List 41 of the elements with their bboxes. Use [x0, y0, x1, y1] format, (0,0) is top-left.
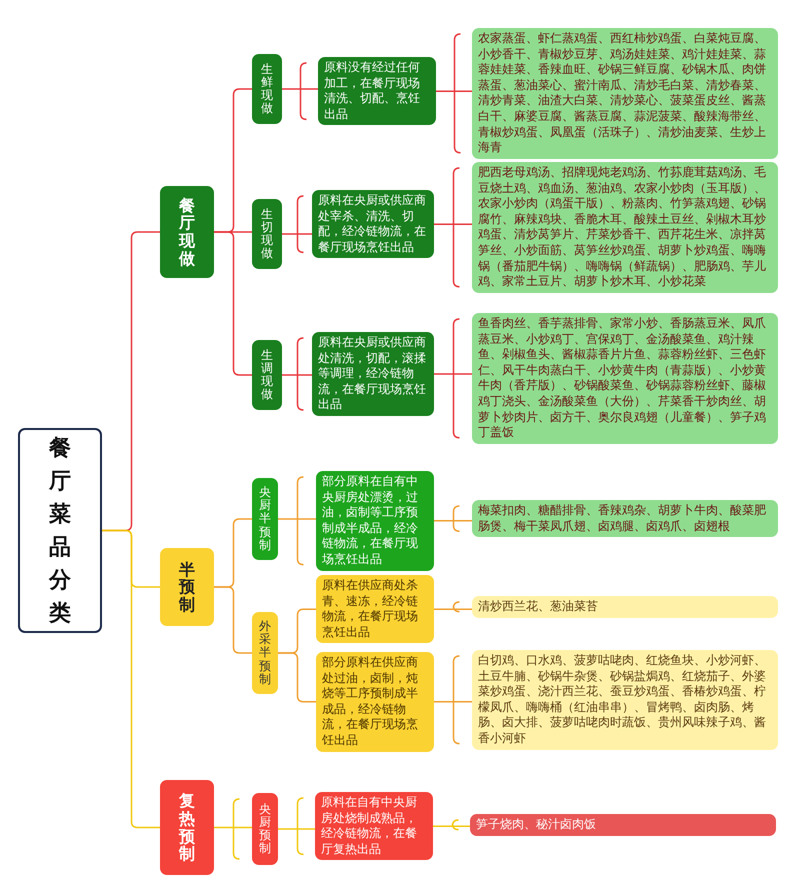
subcategory-box: 央厨半预制: [252, 478, 278, 560]
description-box: 原料在自有中央厨房处烧制成熟品，经冷链物流，在餐厅复热出品: [315, 792, 433, 860]
description-box: 部分原料在供应商处过油，卤制，炖烧等工序预制成半成品，经冷链物流，在餐厅现场烹饪出品: [316, 652, 434, 752]
dish-list-box: 农家蒸蛋、虾仁蒸鸡蛋、西红柿炒鸡蛋、白菜炖豆腐、小炒香干、青椒炒豆芽、鸡汤娃娃菜、鸡汁娃娃菜、蒜蓉娃娃菜、香辣血旺、砂锅三鲜豆腐、砂锅木瓜、肉饼蒸蛋、葱油菜心、蜜汁南瓜、清炒毛白菜、清炒春菜、清炒青菜、油渣大白菜、清炒菜心、菠菜蛋皮丝、酱蒸白干、麻婆豆腐、酱蒸豆腐、蒜泥菠菜、酸辣海带丝、青椒炒鸡蛋、凤凰蛋（活珠子）、清炒油麦菜、生炒上海青: [472, 28, 778, 159]
subcategory-box: 央厨预制: [252, 793, 278, 865]
root-box: 餐厅菜品分类: [18, 428, 102, 633]
dish-list-box: 肥西老母鸡汤、招牌现炖老鸡汤、竹荪鹿茸菇鸡汤、毛豆烧土鸡、鸡血汤、葱油鸡、农家小炒肉（玉耳版）、农家小炒肉（鸡蛋干版）、粉蒸肉、竹笋蒸鸡翅、砂锅腐竹、麻辣鸡块、香脆木耳、酸辣土豆丝、剁椒木耳炒鸡蛋、清炒莴笋片、芹菜炒香干、西芹花生米、凉拌莴笋丝、小炒面筋、莴笋丝炒鸡蛋、胡萝卜炒鸡蛋、嗨嗨锅（番茄肥牛锅）、嗨嗨锅（鲜蔬锅）、肥肠鸡、芋儿鸡、家常土豆片、胡萝卜炒木耳、小炒花菜: [472, 162, 778, 293]
category-box: 餐厅现做: [160, 186, 214, 278]
brace-connector: [281, 337, 313, 411]
description-box: 原料在供应商处杀青、速冻，经冷链物流，在餐厅现场烹饪出品: [316, 575, 434, 644]
brace-connector: [281, 195, 313, 254]
subcategory-box: 生鲜现做: [252, 54, 282, 124]
brace-connector: [433, 167, 473, 288]
description-box: 部分原料在自有中央厨房处漂烫，过油，卤制等工序预制成半成品，经冷链物流，在餐厅现场烹饪出品: [316, 471, 434, 571]
dish-list-box: 梅菜扣肉、糖醋排骨、香辣鸡杂、胡萝卜牛肉、酸菜肥肠煲、梅干菜凤爪翅、卤鸡腿、卤鸡爪、卤翅根: [472, 500, 778, 538]
dish-list-box: 白切鸡、口水鸡、菠萝咕咾肉、红烧鱼块、小炒河虾、土豆牛腩、砂锅牛杂煲、砂锅盐焗鸡、红烧茄子、外婆菜炒鸡蛋、浇汁西兰花、蚕豆炒鸡蛋、香椿炒鸡蛋、柠檬凤爪、嗨嗨桶（红油串串）、冒烤鸭、卤肉肠、烤肠、卤大排、菠萝咕咾肉时蔬饭、贵州风味辣子鸡、酱香小河虾: [472, 650, 778, 750]
brace-connector: [433, 505, 473, 532]
brace-connector: [102, 530, 160, 828]
subcategory-box: 生调现做: [252, 340, 282, 410]
subcategory-box: 外采半预制: [252, 612, 278, 694]
brace-connector: [433, 318, 473, 438]
brace-connector: [281, 62, 319, 120]
brace-connector: [214, 231, 252, 376]
category-box: 半预制: [160, 548, 214, 626]
brace-connector: [277, 797, 316, 856]
category-box: 复热预制: [160, 780, 214, 875]
brace-connector: [213, 798, 253, 860]
description-box: 原料没有经过任何加工，在餐厅现场清洗、切配、烹饪出品: [318, 57, 436, 126]
brace-connector: [433, 601, 473, 612]
brace-connector: [278, 652, 316, 703]
subcategory-box: 生切现做: [252, 199, 282, 269]
description-box: 原料在央厨或供应商处清洗，切配，滚揉等调理，经冷链物流，在餐厅现场烹饪出品: [312, 332, 434, 416]
brace-connector: [214, 586, 252, 654]
brace-connector: [432, 819, 471, 830]
dish-list-box: 鱼香肉丝、香芋蒸排骨、家常小炒、香肠蒸豆米、凤爪蒸豆米、小炒鸡丁、宫保鸡丁、金汤酸菜鱼、鸡汁辣鱼、剁椒鱼头、酱椒蒜香片片鱼、蒜蓉粉丝虾、三色虾仁、风干牛肉蒸白干、小炒黄牛肉（青蒜版）、小炒黄牛肉（香芹版）、砂锅酸菜鱼、砂锅蒜蓉粉丝虾、藤椒鸡丁浇头、金汤酸菜鱼（大份）、芹菜香干炒肉丝、胡萝卜炒肉片、卤方干、奥尔良鸡翅（儿童餐）、笋子鸡丁盖饭: [472, 313, 778, 444]
brace-connector: [277, 476, 317, 566]
brace-connector: [435, 33, 473, 154]
dish-list-box: 笋子烧肉、秘汁卤肉饭: [470, 814, 776, 836]
brace-connector: [433, 655, 473, 744]
description-box: 原料在央厨或供应商处宰杀、清洗、切配，经冷链物流，在餐厅现场烹饪出品: [312, 190, 434, 258]
dish-list-box: 清炒西兰花、葱油菜苔: [472, 596, 778, 618]
